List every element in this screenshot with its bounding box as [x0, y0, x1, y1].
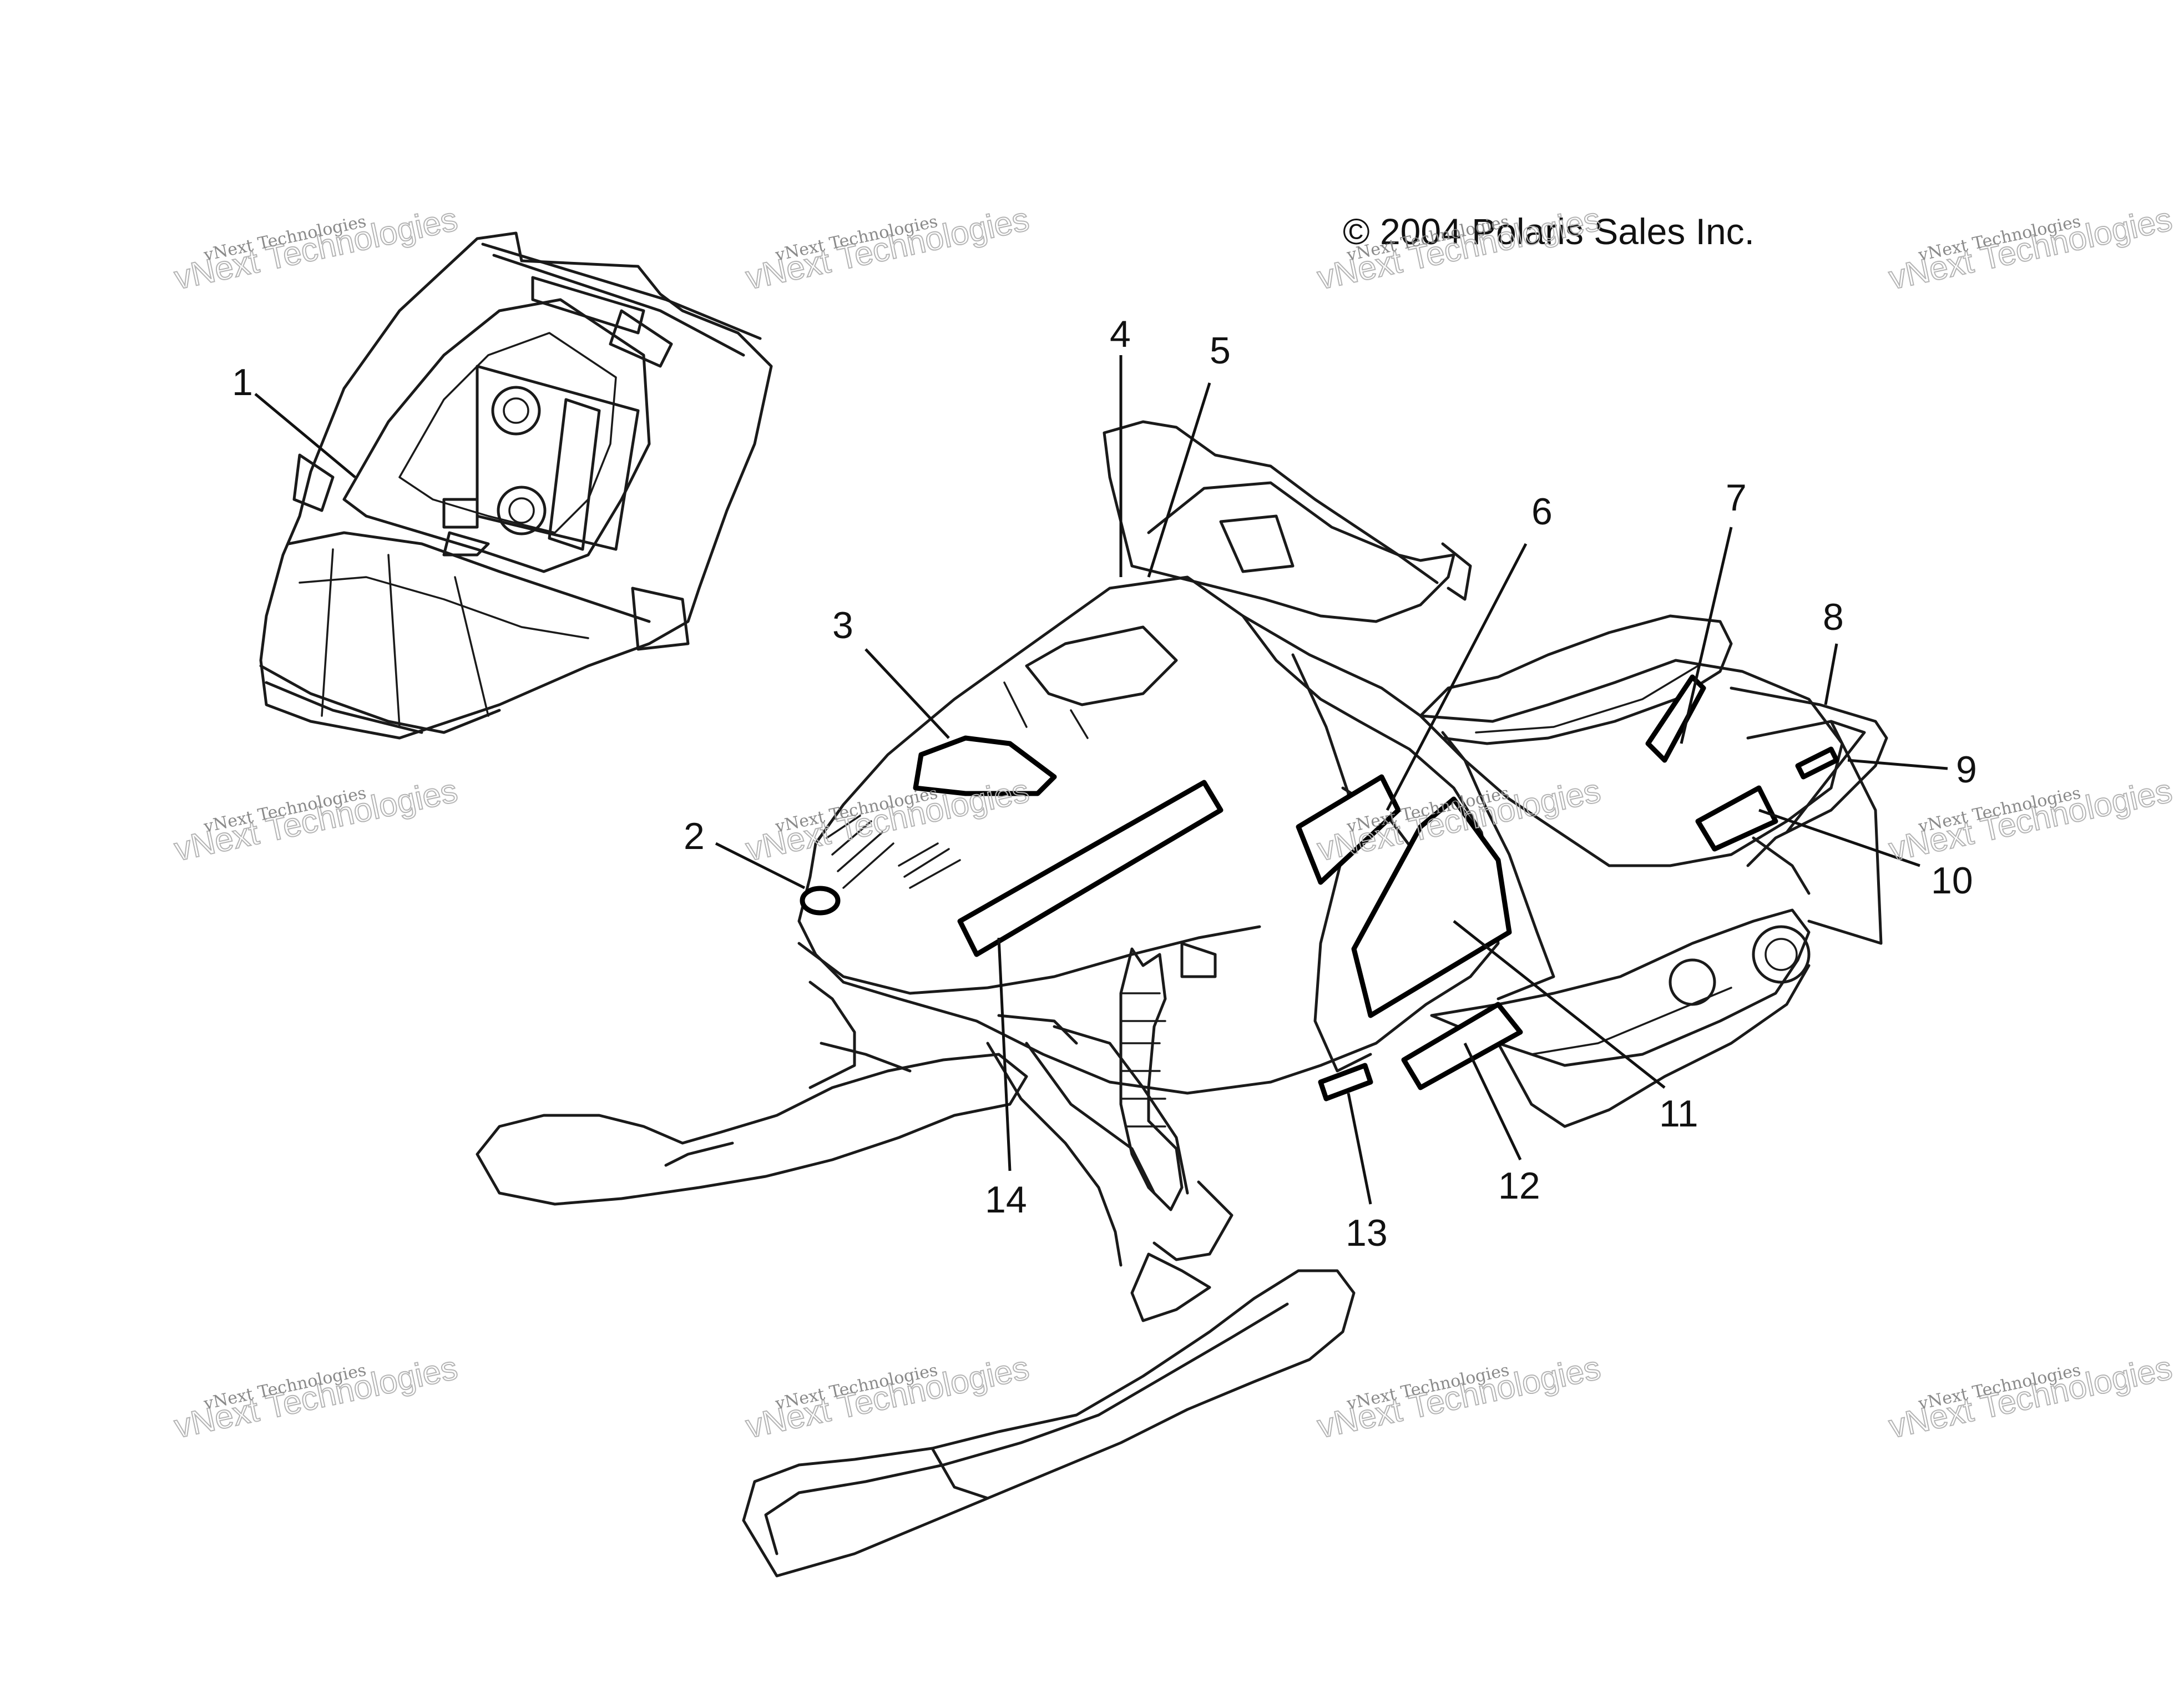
decal-12-lower-body	[1401, 1002, 1523, 1090]
callout-10: 10	[1931, 860, 1973, 902]
decal-9-rear-rack	[1795, 746, 1839, 780]
watermark: vNext Technologies vNext Technologies	[742, 200, 1033, 297]
watermark: vNext Technologies vNext Technologies	[742, 1348, 1033, 1446]
callout-11: 11	[1659, 1093, 1698, 1135]
watermark: vNext Technologies vNext Technologies	[1885, 771, 2176, 868]
leader-lines	[254, 355, 1948, 1205]
callout-2: 2	[684, 815, 705, 857]
copyright-text: © 2004 Polaris Sales Inc.	[1343, 211, 1755, 252]
watermark: vNext Technologies vNext Technologies	[742, 771, 1033, 868]
watermark: vNext Technologies vNext Technologies	[1313, 200, 1604, 297]
callout-labels: 1 2 3 4 5 6 7 8 9 10 11 12 13 14	[232, 313, 1977, 1254]
callout-1: 1	[232, 361, 253, 403]
decal-11-side-panel-lower	[1351, 796, 1512, 1018]
decal-2-hood-emblem	[800, 886, 841, 916]
callout-4: 4	[1110, 313, 1131, 355]
decals	[800, 674, 1839, 1101]
console-inset-drawing	[259, 231, 773, 740]
snowmobile-drawing	[476, 420, 1888, 1578]
watermark: vNext Technologies vNext Technologies	[170, 1348, 461, 1446]
callout-6: 6	[1531, 491, 1553, 533]
decal-7-seat-side	[1645, 674, 1706, 763]
callout-12: 12	[1498, 1165, 1540, 1207]
watermark: vNext Technologies vNext Technologies	[1313, 1348, 1604, 1446]
callout-9: 9	[1956, 749, 1977, 791]
decal-13-lower-body-small	[1318, 1063, 1373, 1101]
watermark: vNext Technologies vNext Technologies	[1885, 200, 2176, 297]
callout-8: 8	[1823, 596, 1844, 638]
callout-7: 7	[1726, 477, 1747, 519]
callout-13: 13	[1346, 1212, 1388, 1254]
decal-14-hood-side-stripe	[957, 780, 1224, 957]
watermark: vNext Technologies vNext Technologies	[170, 771, 461, 868]
watermark: vNext Technologies vNext Technologies	[170, 200, 461, 297]
decal-10-rear-panel	[1695, 785, 1778, 852]
decal-3-hood-top	[913, 735, 1057, 796]
watermark: vNext Technologies vNext Technologies	[1885, 1348, 2176, 1446]
callout-5: 5	[1210, 330, 1231, 372]
decal-6-side-panel-upper	[1296, 774, 1401, 885]
callout-14: 14	[985, 1179, 1027, 1221]
callout-3: 3	[832, 604, 853, 646]
